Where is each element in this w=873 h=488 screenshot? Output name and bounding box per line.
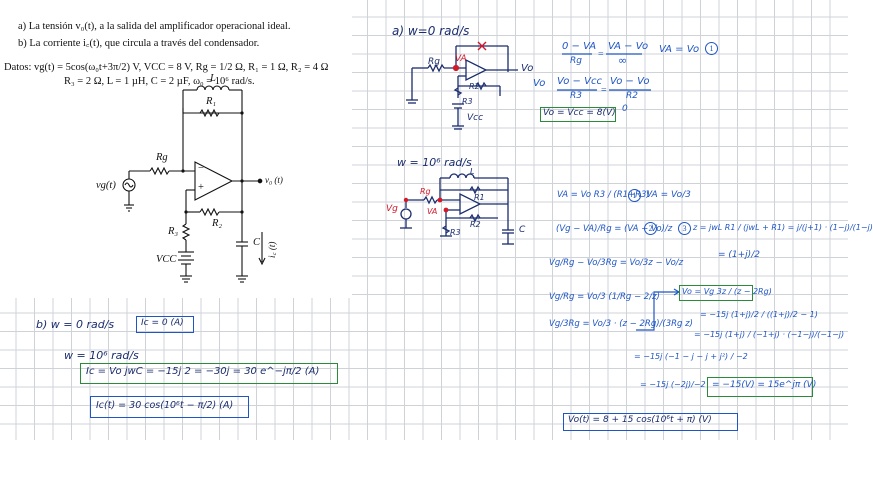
printed-circuit [122, 85, 266, 283]
w6-vo-result-box [707, 377, 813, 397]
problem-datos-1: Datos: vg(t) = 5cos(ω₀t+3π/2) V, VCC = 8… [4, 62, 329, 73]
a-sch-r3: R3 [462, 97, 473, 106]
w6-sch-va: VA [427, 207, 438, 216]
w6-vo-step3: = −15j (−1 − j − j + j²) / −2 [634, 352, 748, 361]
b-ic0-box [136, 316, 194, 333]
w6-circle1: 1 [628, 189, 641, 202]
w6-sch-L: L [470, 167, 475, 176]
w6-va-eq2: VA = Vo/3 [646, 190, 691, 200]
w6-va-eq: VA = Vo R3 / (R1+R3) [557, 190, 650, 200]
w6-vo-time: Vo(t) = 8 + 15 cos(10⁶t + π) (V) [568, 415, 712, 425]
label-Rg: Rg [156, 152, 168, 163]
b-ic-time: Ic(t) = 30 cos(10⁶t − π/2) (A) [96, 400, 234, 411]
w6-eq4: Vg/Rg = Vo/3 (1/Rg − 2/z) [549, 292, 660, 302]
w6-vo-box [679, 285, 753, 301]
a-result: Vo = Vcc = 8(V) [543, 108, 616, 118]
a-eq1-fraction-bars: = [562, 49, 642, 60]
w6-vo-eq: Vo = Vg 3z / (z − 2Rg) [682, 287, 772, 296]
a-eq2-fraction-bars: = [557, 85, 651, 96]
label-R3: R₃ [168, 226, 179, 237]
w6-header: w = 10⁶ rad/s [397, 156, 472, 169]
a-eq2-den-right: R2 [626, 91, 638, 101]
w6-vo-result: = −15(V) = 15e^jπ (V) [712, 380, 817, 390]
a-eq2-den-left: R3 [570, 91, 582, 101]
w6-sch-r2: R2 [470, 220, 481, 229]
a-eq1-circle: 1 [705, 42, 718, 55]
b-w6: w = 10⁶ rad/s [64, 349, 139, 362]
w6-sch-c: C [519, 225, 526, 235]
w6-vo-step2: = −15j (1+j) / (−1+j) · (−1−j)/(−1−j) [694, 330, 845, 339]
w6-circle2: 2 [644, 222, 657, 235]
a-eq1-num-left: 0 − VA [562, 41, 597, 52]
b-header: b) w = 0 rad/s [36, 318, 115, 331]
a-eq2-num-right: Vo − Vo [610, 76, 650, 87]
w6-schematic [400, 173, 514, 245]
label-L: L [210, 73, 216, 84]
problem-item-a: a) La tensión v₀(t), a la salida del amp… [18, 21, 291, 32]
a-eq1-tail: VA = Vo [659, 44, 700, 55]
a-schematic [406, 41, 518, 130]
a-eq2-num-left: Vo − Vcc [557, 76, 602, 87]
a-eq1-den-right: ∞ [618, 54, 628, 67]
problem-sheet [0, 0, 352, 298]
a-sch-rg: Rg [428, 57, 440, 67]
b-ic-time-box [90, 396, 249, 418]
svg-text:=: = [601, 85, 607, 96]
w6-vo-step4: = −15j (−2j)/−2 [640, 380, 706, 389]
label-Vcc: VCC [156, 254, 177, 265]
w6-z-eq: z = jwL R1 / (jwL + R1) = j/(j+1) · (1−j… [693, 223, 873, 232]
w6-vo-time-box [563, 413, 738, 431]
label-vo: v₀ (t) [265, 175, 283, 185]
a-eq1-num-right: VA − Vo [608, 41, 649, 52]
label-C: C [253, 237, 261, 248]
a-sch-vo: Vo [521, 63, 534, 74]
label-R2: R₂ [212, 218, 223, 229]
a-sch-va: VA [455, 54, 467, 64]
w6-sch-r1: R1 [474, 193, 485, 202]
label-vg: vg(t) [96, 180, 116, 191]
a-vo-label: Vo [533, 78, 546, 89]
svg-text:=: = [598, 49, 604, 60]
w6-sch-r3: R3 [450, 228, 461, 237]
w6-eq2: (Vg − VA)/Rg = (VA − Vo)/z [556, 224, 673, 234]
a-header: a) w=0 rad/s [392, 24, 470, 38]
b-ic-phasor-box [80, 363, 338, 384]
a-eq2-zero: 0 [622, 104, 628, 114]
label-ic: i꜀ (t) [267, 241, 277, 258]
w6-vo-step1: = −15j (1+j)/2 / ((1+j)/2 − 1) [700, 310, 818, 319]
bottom-blank [0, 440, 848, 488]
label-plus: + [198, 182, 204, 193]
label-minus: − [198, 163, 204, 174]
a-sch-vcc: Vcc [467, 113, 484, 123]
b-ic0: Ic = 0 (A) [141, 318, 184, 328]
problem-item-b: b) La corriente i꜀(t), que circula a tra… [18, 38, 260, 49]
a-sch-r2: R2 [469, 82, 480, 91]
w6-circle3: 3 [678, 222, 691, 235]
w6-eq3: Vg/Rg − Vo/3Rg = Vo/3z − Vo/z [549, 258, 684, 268]
problem-datos-2: R₃ = 2 Ω, L = 1 µH, C = 2 µF, ω₀ = 10⁶ r… [64, 76, 255, 87]
b-ic-phasor: Ic = Vo jwC = −15j 2 = −30j = 30 e^−jπ/2… [86, 366, 320, 377]
label-R1: R₁ [206, 96, 217, 107]
w6-sch-rg: Rg [420, 187, 431, 196]
w6-z-eq2: = (1+j)/2 [718, 250, 760, 260]
a-result-box [540, 107, 616, 122]
a-eq1-den-left: Rg [570, 56, 582, 66]
w6-eq5: Vg/3Rg = Vo/3 · (z − 2Rg)/(3Rg z) [549, 319, 693, 329]
w6-sch-vg: Vg [386, 204, 398, 214]
